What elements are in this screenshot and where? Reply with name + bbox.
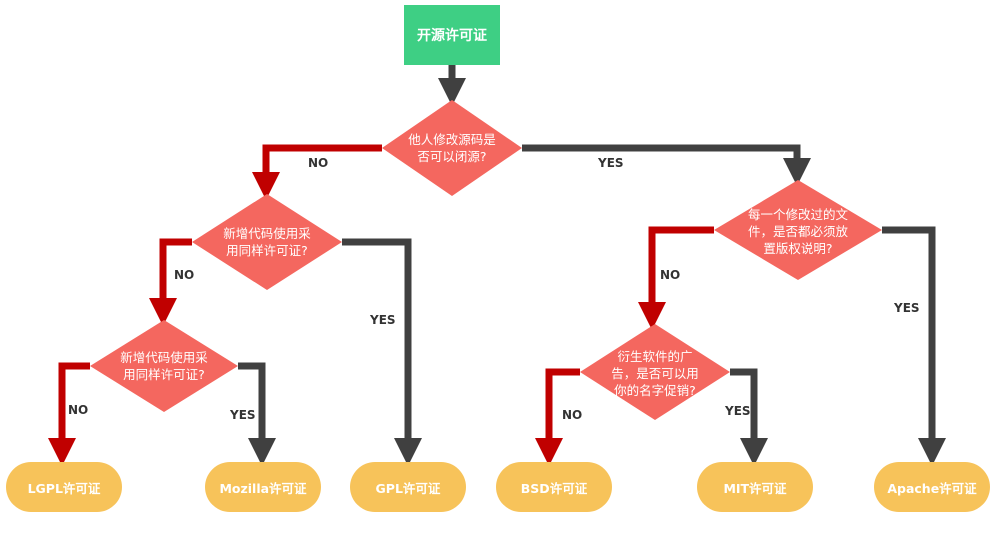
terminal-mozilla-label: Mozilla许可证 <box>219 480 307 496</box>
terminal-gpl: GPL许可证 <box>350 462 466 512</box>
edge-label-d5-yes: YES <box>725 404 751 418</box>
connector-d3-yes <box>238 362 276 466</box>
connector-d1-no <box>252 144 382 200</box>
edge-label-d3-yes: YES <box>230 408 256 422</box>
edge-label-d5-no: NO <box>562 408 583 422</box>
connector-d2-yes <box>342 238 422 466</box>
start-node-label: 开源许可证 <box>417 28 487 44</box>
decision-text-d2: 新增代码使用采 用同样许可证? <box>207 220 327 264</box>
decision-d2-line-1: 新增代码使用采 <box>223 226 311 241</box>
decision-d5-line-3: 你的名字促销? <box>614 382 696 398</box>
terminal-lgpl-label: LGPL许可证 <box>27 480 101 496</box>
start-node: 开源许可证 <box>404 5 500 65</box>
terminal-apache-label: Apache许可证 <box>887 480 977 496</box>
terminal-gpl-label: GPL许可证 <box>375 480 441 496</box>
decision-diamond-d4 <box>714 180 882 280</box>
decision-diamond-d1 <box>382 100 522 196</box>
decision-text-d1: 他人修改源码是 否可以闭源? <box>392 126 512 170</box>
connector-d3-no <box>48 362 90 466</box>
edge-label-d3-no: NO <box>68 403 89 417</box>
decision-diamond-d3 <box>90 320 238 412</box>
connector-d2-no <box>149 238 192 326</box>
terminal-apache: Apache许可证 <box>874 462 990 512</box>
connector-d4-yes <box>882 226 946 466</box>
connector-d4-no <box>638 226 714 330</box>
terminal-mit: MIT许可证 <box>697 462 813 512</box>
decision-d1-line-2: 否可以闭源? <box>417 149 487 164</box>
connector-d5-yes <box>730 368 768 466</box>
edge-label-d4-no: NO <box>660 268 681 282</box>
decision-diamond-d2 <box>192 194 342 290</box>
edge-label-d2-no: NO <box>174 268 195 282</box>
decision-d4-line-2: 件，是否都必须放 <box>747 223 848 239</box>
decision-d4-line-1: 每一个修改过的文 <box>747 206 848 222</box>
terminal-bsd-label: BSD许可证 <box>520 480 588 496</box>
decision-text-d4: 每一个修改过的文 件，是否都必须放 置版权说明? <box>733 204 863 258</box>
decision-text-d5: 衍生软件的广 告，是否可以用 你的名字促销? <box>595 346 715 400</box>
decision-d2-line-2: 用同样许可证? <box>226 243 308 258</box>
decision-d1-line-1: 他人修改源码是 <box>408 132 496 147</box>
decision-d4-line-3: 置版权说明? <box>763 240 833 256</box>
decision-diamond-d5 <box>580 324 730 420</box>
decision-d3-line-1: 新增代码使用采 <box>120 350 208 365</box>
edge-label-d2-yes: YES <box>370 313 396 327</box>
terminal-mit-label: MIT许可证 <box>723 480 787 496</box>
decision-d3-line-2: 用同样许可证? <box>123 367 205 382</box>
connector-d1-yes <box>522 144 811 186</box>
decision-d5-line-2: 告，是否可以用 <box>611 365 699 381</box>
terminal-bsd: BSD许可证 <box>496 462 612 512</box>
terminal-lgpl: LGPL许可证 <box>6 462 122 512</box>
terminal-mozilla: Mozilla许可证 <box>205 462 321 512</box>
edge-label-d4-yes: YES <box>894 301 920 315</box>
decision-d5-line-1: 衍生软件的广 <box>617 348 693 364</box>
edge-label-d1-yes: YES <box>598 156 624 170</box>
decision-text-d3: 新增代码使用采 用同样许可证? <box>104 344 224 388</box>
edge-label-d1-no: NO <box>308 156 329 170</box>
connector-d5-no <box>535 368 580 466</box>
